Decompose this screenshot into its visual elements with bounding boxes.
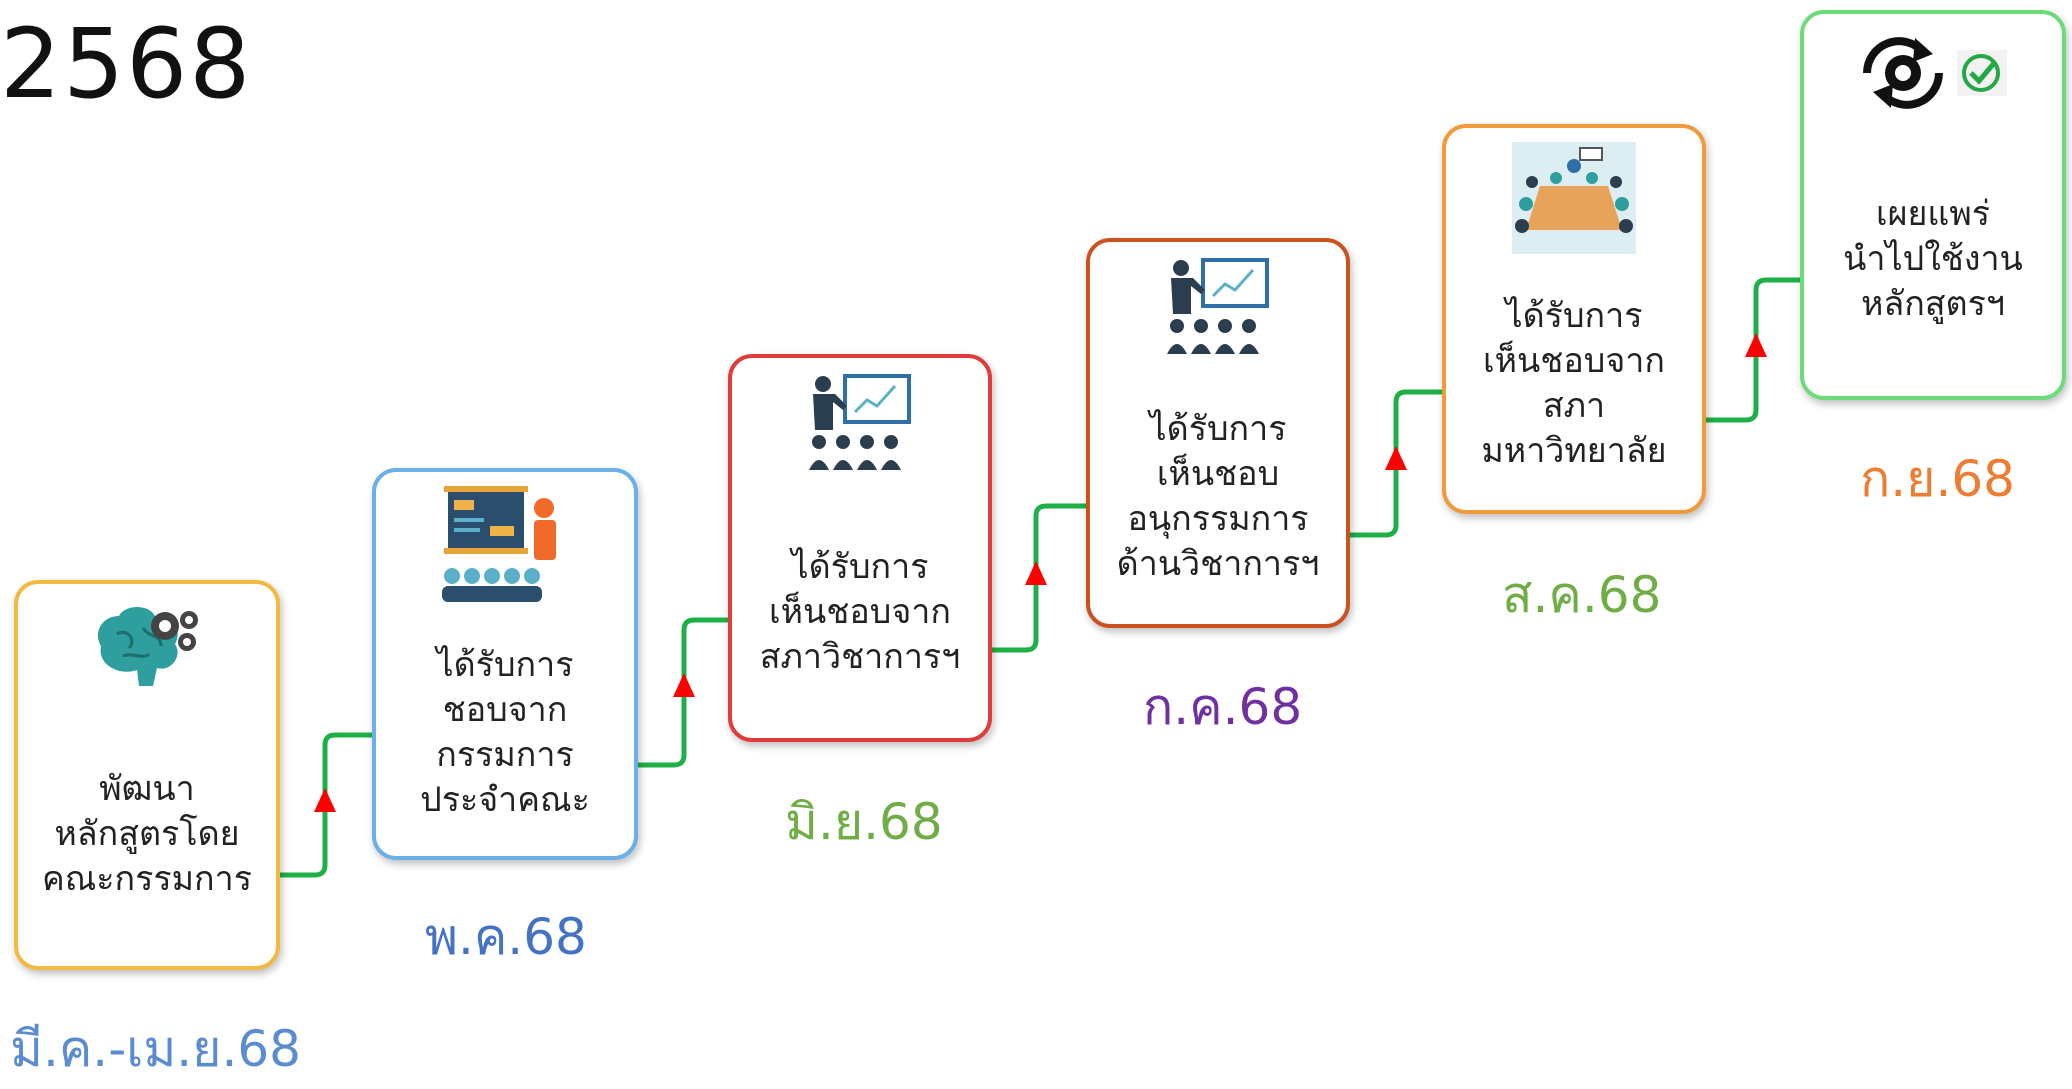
step-text-2: ได้รับการ ชอบจาก กรรมการ ประจำคณะ [420, 645, 590, 820]
step-card-5: ได้รับการ เห็นชอบจาก สภา มหาวิทยาลัย [1442, 124, 1706, 514]
gear-cycle-check-icon [1853, 28, 2013, 122]
presenter-chart-audience-icon [1163, 256, 1273, 370]
step-text-3: ได้รับการ เห็นชอบจาก สภาวิชาการฯ [759, 546, 961, 677]
step-date-1: มี.ค.-เม.ย.68 [10, 1020, 301, 1078]
up-arrow-icon [1745, 333, 1767, 357]
step-card-4: ได้รับการ เห็นชอบ อนุกรรมการ ด้านวิชาการ… [1086, 238, 1350, 628]
up-arrow-icon [1025, 561, 1047, 585]
step-text-6: เผยแพร่ นำไปใช้งาน หลักสูตรฯ [1843, 193, 2023, 324]
up-arrow-icon [673, 673, 695, 697]
step-date-2: พ.ค.68 [425, 908, 587, 966]
meeting-table-icon [1512, 142, 1636, 258]
step-text-5: ได้รับการ เห็นชอบจาก สภา มหาวิทยาลัย [1481, 296, 1667, 471]
step-date-5: ส.ค.68 [1502, 566, 1662, 624]
brain-gears-icon [87, 598, 207, 702]
presenter-chart-audience-icon [805, 372, 915, 486]
step-date-6: ก.ย.68 [1860, 450, 2015, 508]
year-label: 2568 [0, 8, 253, 120]
step-text-1: พัฒนา หลักสูตรโดย คณะกรรมการ [41, 768, 252, 899]
step-date-4: ก.ค.68 [1143, 678, 1303, 736]
connector-lines [280, 277, 1800, 878]
up-arrow-icon [1385, 446, 1407, 470]
step-card-6: เผยแพร่ นำไปใช้งาน หลักสูตรฯ [1800, 10, 2066, 400]
step-date-3: มิ.ย.68 [785, 793, 943, 851]
step-card-3: ได้รับการ เห็นชอบจาก สภาวิชาการฯ [728, 354, 992, 742]
step-card-2: ได้รับการ ชอบจาก กรรมการ ประจำคณะ [372, 468, 638, 860]
teacher-board-audience-icon [440, 486, 570, 610]
step-text-4: ได้รับการ เห็นชอบ อนุกรรมการ ด้านวิชาการ… [1116, 409, 1320, 584]
up-arrow-icon [314, 788, 336, 812]
step-card-1: พัฒนา หลักสูตรโดย คณะกรรมการ [14, 580, 280, 970]
